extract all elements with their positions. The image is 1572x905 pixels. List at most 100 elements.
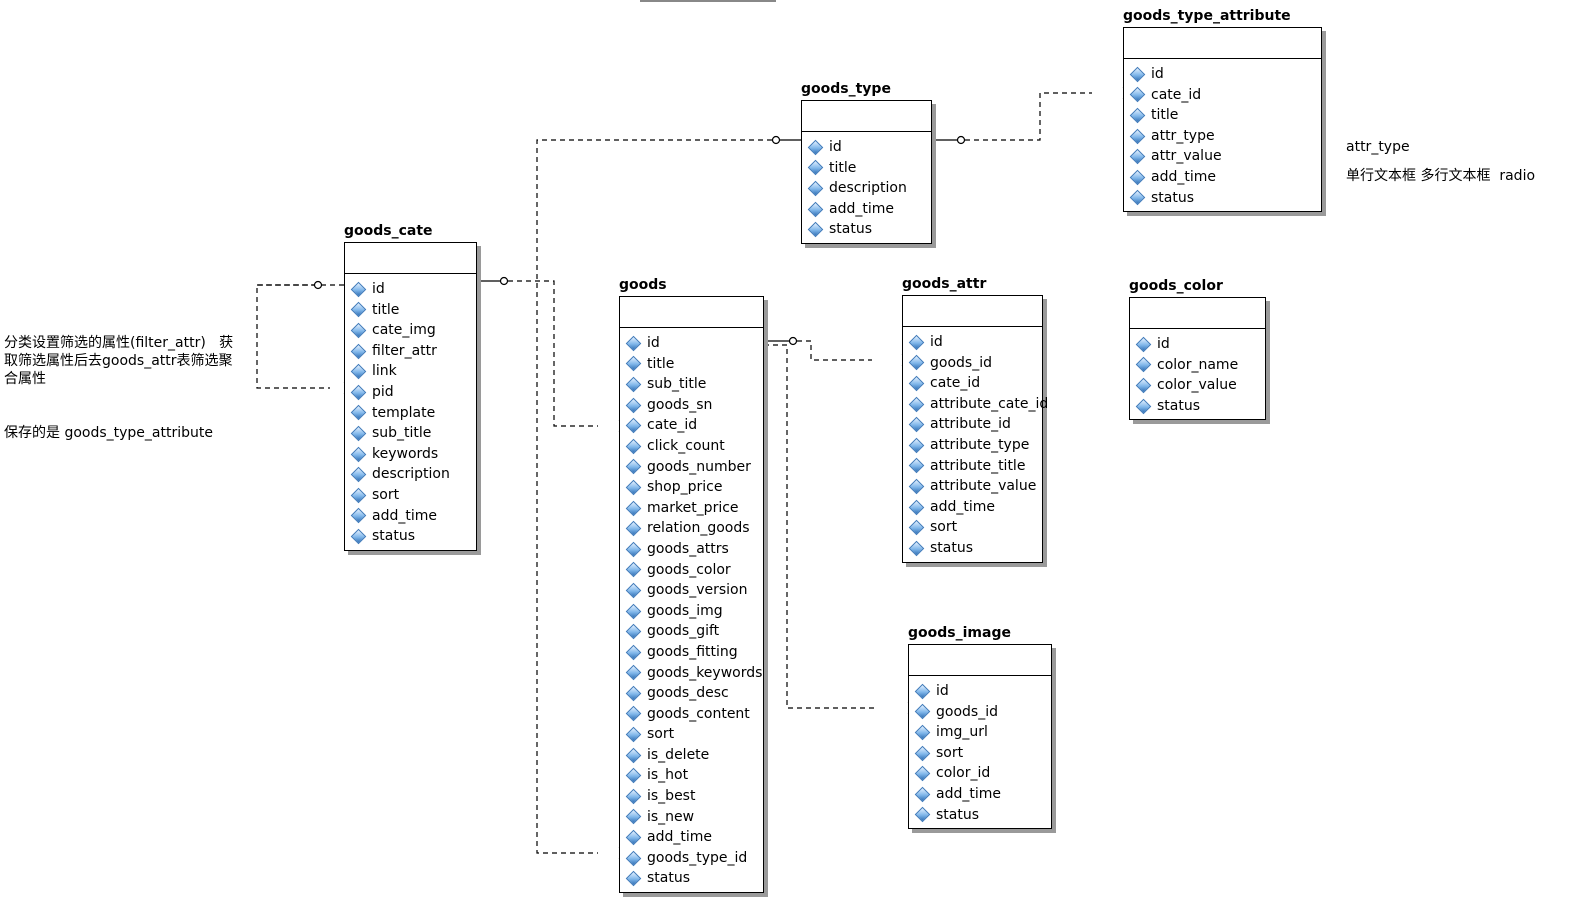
field-row[interactable]: goods_version (625, 580, 763, 601)
field-row[interactable]: goods_number (625, 457, 763, 478)
field-row[interactable]: attribute_id (908, 414, 1042, 435)
field-row[interactable]: goods_sn (625, 395, 763, 416)
field-row[interactable]: filter_attr (350, 341, 476, 362)
field-row[interactable]: template (350, 403, 476, 424)
field-name: goods_sn (647, 396, 713, 413)
field-row[interactable]: id (1135, 334, 1265, 355)
field-row[interactable]: sort (350, 485, 476, 506)
field-row[interactable]: relation_goods (625, 518, 763, 539)
field-row[interactable]: goods_desc (625, 683, 763, 704)
field-row[interactable]: add_time (350, 506, 476, 527)
field-row[interactable]: status (908, 538, 1042, 559)
field-row[interactable]: market_price (625, 498, 763, 519)
diamond-icon (1129, 190, 1146, 206)
field-name: sort (930, 519, 958, 536)
field-row[interactable]: cate_id (1129, 85, 1321, 106)
diamond-icon (1129, 66, 1146, 83)
field-row[interactable]: is_hot (625, 765, 763, 786)
field-row[interactable]: is_delete (625, 745, 763, 766)
diamond-icon (625, 829, 642, 846)
field-row[interactable]: add_time (1129, 167, 1321, 188)
field-row[interactable]: attribute_cate_id (908, 394, 1048, 415)
field-row[interactable]: attribute_type (908, 435, 1042, 456)
field-row[interactable]: color_name (1135, 355, 1265, 376)
field-row[interactable]: add_time (625, 827, 763, 848)
field-row[interactable]: description (807, 178, 931, 199)
field-row[interactable]: sub_title (350, 423, 476, 444)
field-name: template (372, 404, 436, 421)
field-row[interactable]: id (914, 681, 1051, 702)
field-row[interactable]: description (350, 464, 476, 485)
diamond-icon (625, 541, 642, 558)
field-row[interactable]: id (625, 333, 763, 354)
field-row[interactable]: cate_id (625, 415, 763, 436)
field-row[interactable]: cate_img (350, 320, 476, 341)
field-row[interactable]: id (908, 332, 1042, 353)
field-row[interactable]: goods_fitting (625, 642, 763, 663)
field-name: goods_attrs (647, 540, 729, 557)
field-row[interactable]: goods_content (625, 704, 763, 725)
field-row[interactable]: add_time (908, 497, 1042, 518)
field-row[interactable]: attr_value (1129, 146, 1321, 167)
field-row[interactable]: is_best (625, 786, 763, 807)
field-row[interactable]: goods_id (914, 702, 1051, 723)
field-row[interactable]: add_time (914, 784, 1051, 805)
field-row[interactable]: attribute_title (908, 456, 1042, 477)
field-name: add_time (1151, 168, 1216, 185)
field-row[interactable]: cate_id (908, 373, 1042, 394)
field-row[interactable]: goods_img (625, 601, 763, 622)
field-row[interactable]: goods_color (625, 560, 763, 581)
field-row[interactable]: id (807, 137, 931, 158)
field-row[interactable]: title (625, 354, 763, 375)
field-row[interactable]: pid (350, 382, 476, 403)
field-name: attribute_cate_id (930, 395, 1049, 412)
field-row[interactable]: goods_keywords (625, 663, 763, 684)
diamond-icon (807, 160, 824, 176)
field-name: add_time (936, 785, 1001, 802)
diamond-icon (625, 479, 642, 496)
field-row[interactable]: attr_type (1129, 126, 1321, 147)
field-row[interactable]: sort (914, 743, 1051, 764)
field-row[interactable]: add_time (807, 199, 931, 220)
field-row[interactable]: attribute_value (908, 476, 1042, 497)
field-row[interactable]: shop_price (625, 477, 763, 498)
field-row[interactable]: color_id (914, 763, 1051, 784)
field-name: status (930, 539, 974, 556)
field-row[interactable]: goods_type_id (625, 848, 763, 869)
field-name: color_name (1157, 356, 1239, 373)
field-row[interactable]: status (807, 219, 931, 240)
field-row[interactable]: title (807, 158, 931, 179)
field-row[interactable]: sub_title (625, 374, 763, 395)
field-row[interactable]: id (350, 279, 476, 300)
field-row[interactable]: click_count (625, 436, 763, 457)
field-row[interactable]: color_value (1135, 375, 1265, 396)
field-row[interactable]: sort (625, 724, 763, 745)
field-row[interactable]: title (1129, 105, 1321, 126)
field-row[interactable]: goods_id (908, 353, 1042, 374)
field-row[interactable]: is_new (625, 807, 763, 828)
field-row[interactable]: id (1129, 64, 1321, 85)
field-row[interactable]: goods_attrs (625, 539, 763, 560)
field-row[interactable]: status (625, 868, 763, 889)
field-name: sort (372, 486, 400, 503)
field-row[interactable]: goods_gift (625, 621, 763, 642)
diamond-icon (350, 405, 367, 421)
field-row[interactable]: link (350, 361, 476, 382)
field-row[interactable]: img_url (914, 722, 1051, 743)
filter-attr-note: 分类设置筛选的属性(filter_attr) 获取筛选属性后去goods_att… (4, 335, 234, 387)
field-row[interactable]: title (350, 300, 476, 321)
field-row[interactable]: status (1129, 188, 1321, 209)
field-row[interactable]: status (1135, 396, 1265, 417)
field-row[interactable]: keywords (350, 444, 476, 465)
field-row[interactable]: sort (908, 517, 1042, 538)
field-name: sub_title (647, 376, 707, 393)
field-row[interactable]: status (350, 526, 476, 547)
field-row[interactable]: status (914, 805, 1051, 826)
